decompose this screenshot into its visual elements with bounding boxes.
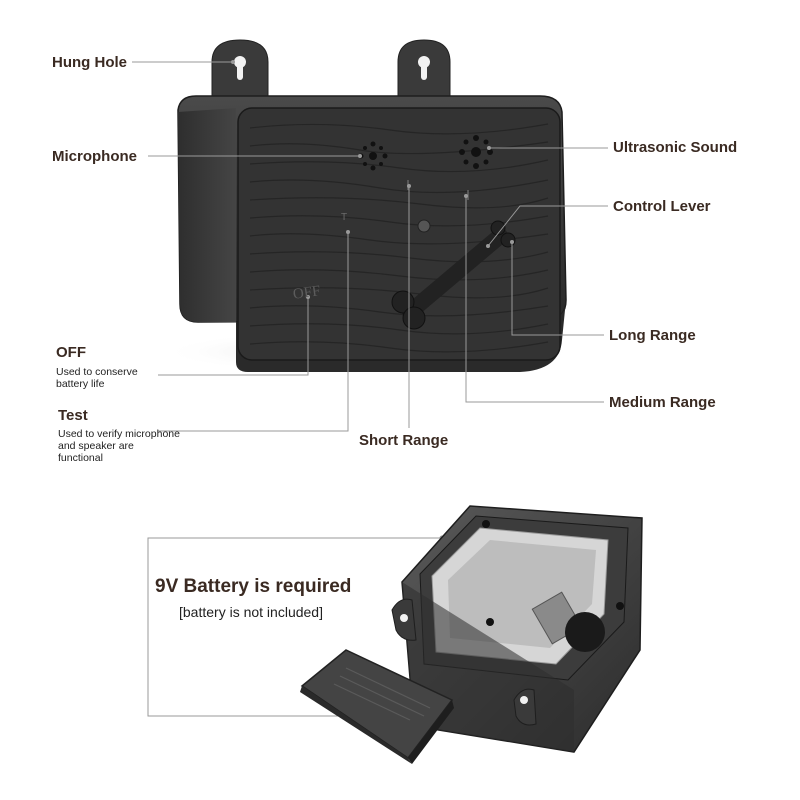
label-hung-hole: Hung Hole: [52, 54, 127, 71]
hung-hole-slots: [234, 56, 430, 80]
device-side: [178, 108, 236, 322]
label-test: Test: [58, 407, 88, 424]
label-control-lever: Control Lever: [613, 198, 711, 215]
battery-not-included-note: [battery is not included]: [179, 604, 323, 620]
battery-required-title: 9V Battery is required: [155, 576, 352, 597]
label-off: OFF: [56, 344, 86, 361]
test-description-line3: functional: [58, 452, 103, 464]
test-description-line2: and speaker are: [58, 440, 134, 452]
battery-cover: [300, 649, 454, 764]
hung-hole-tabs: [211, 39, 451, 101]
off-description-line1: Used to conserve: [56, 366, 138, 378]
led-indicator: [417, 219, 431, 233]
ultrasonic-speaker-holes: [459, 135, 493, 169]
leader-lines: [132, 61, 608, 717]
label-medium-range: Medium Range: [609, 394, 716, 411]
battery-box: [391, 505, 643, 753]
label-microphone: Microphone: [52, 148, 137, 165]
label-short-range: Short Range: [359, 432, 449, 449]
test-description-line1: Used to verify microphone: [58, 428, 180, 440]
test-marking: T: [341, 212, 348, 223]
label-long-range: Long Range: [609, 327, 696, 344]
label-ultrasonic-sound: Ultrasonic Sound: [613, 139, 738, 156]
buzzer: [565, 612, 605, 652]
off-description-line2: battery life: [56, 378, 105, 390]
